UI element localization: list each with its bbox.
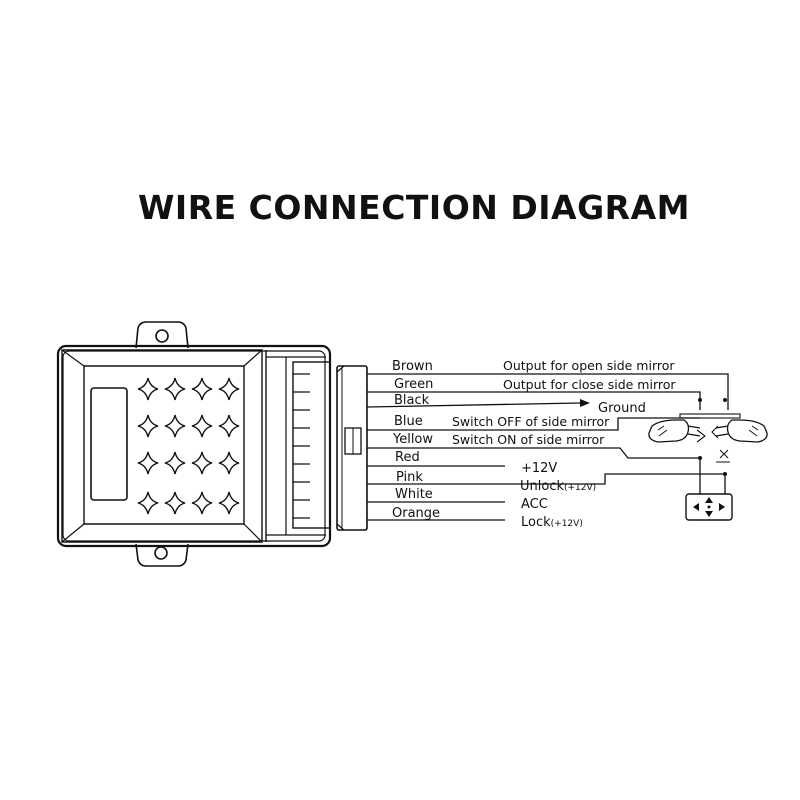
diamond-icon	[137, 491, 159, 515]
wire-brown	[367, 373, 729, 410]
ground-arrow-icon	[580, 399, 590, 407]
wire-label-blue: Blue	[394, 414, 423, 429]
diamond-icon	[164, 491, 186, 515]
wire-connector-icon	[336, 365, 368, 531]
wire-label-black: Black	[394, 393, 430, 408]
diamond-icon	[137, 451, 159, 475]
function-label-close-mirror: Output for close side mirror	[503, 377, 676, 392]
diamond-icon	[137, 377, 159, 401]
diamond-icon	[164, 377, 186, 401]
diamond-icon	[164, 451, 186, 475]
side-mirror-icon	[648, 419, 701, 443]
function-label-unlock: Unlock(+12V)	[520, 479, 596, 494]
function-label-switch-on: Switch ON of side mirror	[452, 432, 605, 447]
function-label-12v: +12V	[521, 461, 557, 476]
diamond-icon	[218, 491, 240, 515]
function-label-open-mirror: Output for open side mirror	[503, 358, 675, 373]
diamond-icon	[218, 377, 240, 401]
function-label-ground: Ground	[598, 401, 646, 416]
diamond-icon	[218, 451, 240, 475]
diamond-icon	[191, 414, 213, 438]
wire-label-yellow: Yellow	[392, 432, 433, 447]
wire-green	[367, 391, 701, 410]
function-label-lock: Lock(+12V)	[521, 515, 583, 530]
side-mirror-icon	[715, 419, 768, 443]
wire-yellow	[367, 447, 701, 494]
wire-black	[366, 402, 581, 408]
wire-label-brown: Brown	[392, 359, 433, 374]
wire-label-white: White	[395, 487, 433, 502]
function-label-switch-off: Switch OFF of side mirror	[452, 414, 610, 429]
motor-link-icon	[679, 398, 741, 476]
diamond-icon	[191, 451, 213, 475]
wire-label-pink: Pink	[396, 470, 423, 485]
wire-blue	[367, 417, 700, 431]
diamond-icon	[218, 414, 240, 438]
wire-label-green: Green	[394, 377, 433, 392]
wire-label-orange: Orange	[392, 506, 440, 521]
wire-label-red: Red	[395, 450, 420, 465]
control-module-icon	[56, 321, 332, 567]
diamond-icon	[164, 414, 186, 438]
direction-switch-icon	[685, 493, 733, 521]
wire-pink	[367, 473, 726, 494]
diagram-title: WIRE CONNECTION DIAGRAM	[138, 188, 690, 227]
diamond-icon	[191, 491, 213, 515]
diamond-icon	[191, 377, 213, 401]
diamond-icon	[137, 414, 159, 438]
function-label-acc: ACC	[521, 497, 548, 512]
